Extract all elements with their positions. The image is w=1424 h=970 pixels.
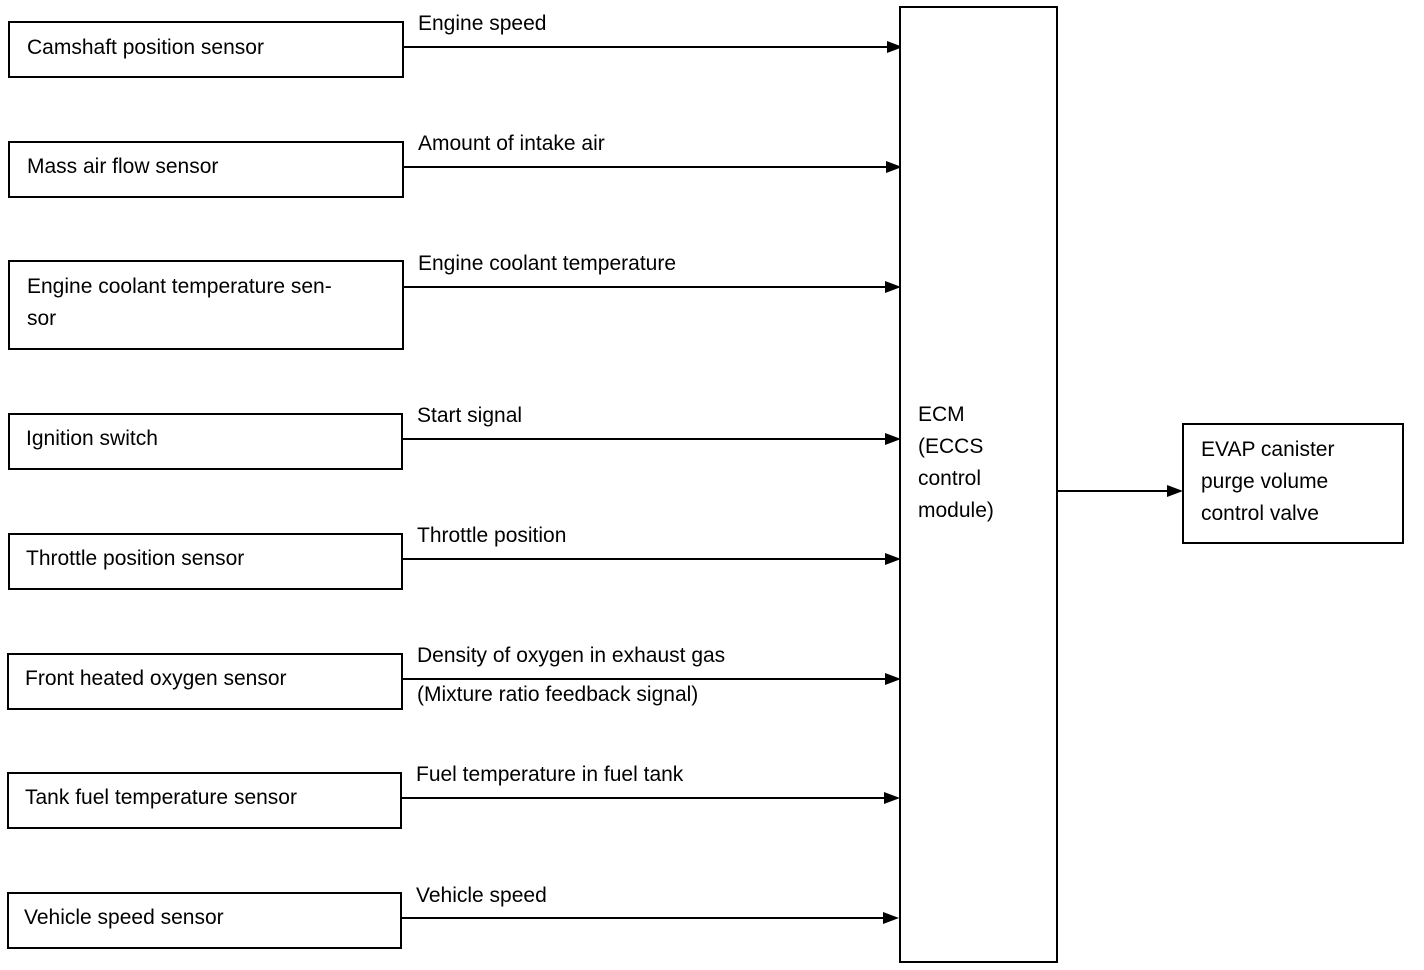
signal-label-coolant-temp: Engine coolant temperature (418, 252, 676, 275)
ecm-label-line1: ECM (918, 403, 965, 426)
input-row-camshaft: Camshaft position sensor Engine speed (8, 12, 903, 78)
input-row-oxygen: Front heated oxygen sensor Density of ox… (7, 644, 901, 710)
sensor-box-coolant-temp (8, 260, 404, 350)
signal-label-start: Start signal (417, 404, 522, 427)
sensor-label-coolant-temp-line2: sor (27, 307, 56, 330)
arrowhead (884, 792, 900, 804)
sensor-label-tank-fuel-temp: Tank fuel temperature sensor (25, 786, 297, 809)
ecm-box (899, 6, 1058, 963)
ecm-block: ECM (ECCS control module) (899, 6, 1058, 963)
signal-label-intake-air: Amount of intake air (418, 132, 605, 155)
input-row-ignition: Ignition switch Start signal (8, 404, 901, 470)
input-row-mass-air-flow: Mass air flow sensor Amount of intake ai… (8, 132, 902, 198)
arrowhead (885, 433, 901, 445)
arrowhead (887, 41, 903, 53)
sensor-box-ignition (8, 413, 403, 470)
arrowhead (886, 161, 902, 173)
signal-label-oxygen-line2: (Mixture ratio feedback signal) (417, 683, 698, 706)
output-row-evap: EVAP canister purge volume control valve (1057, 423, 1404, 544)
ecm-label-line2: (ECCS (918, 435, 983, 458)
arrowhead (1167, 485, 1183, 497)
input-row-coolant-temp: Engine coolant temperature sen- sor Engi… (8, 252, 901, 350)
ecm-label-line4: module) (918, 499, 994, 522)
sensor-box-tank-fuel-temp (7, 772, 402, 829)
sensor-box-vehicle-speed (7, 892, 402, 949)
arrowhead (885, 673, 901, 685)
sensor-label-oxygen: Front heated oxygen sensor (25, 667, 287, 690)
signal-label-throttle: Throttle position (417, 524, 566, 547)
signal-label-engine-speed: Engine speed (418, 12, 546, 35)
sensor-box-camshaft (8, 21, 404, 78)
ecm-label-line3: control (918, 467, 981, 490)
sensor-box-oxygen (7, 653, 403, 710)
signal-label-oxygen-line1: Density of oxygen in exhaust gas (417, 644, 725, 667)
input-row-throttle: Throttle position sensor Throttle positi… (8, 524, 901, 590)
sensor-label-camshaft: Camshaft position sensor (27, 36, 264, 59)
arrowhead (883, 912, 899, 924)
input-row-tank-fuel-temp: Tank fuel temperature sensor Fuel temper… (7, 763, 900, 829)
signal-label-fuel-temp: Fuel temperature in fuel tank (416, 763, 684, 786)
output-label-line2: purge volume (1201, 470, 1328, 493)
sensor-box-mass-air-flow (8, 141, 404, 198)
output-box-evap (1182, 423, 1404, 544)
sensor-label-throttle: Throttle position sensor (26, 547, 244, 570)
arrowhead (885, 553, 901, 565)
sensor-box-throttle (8, 533, 403, 590)
sensor-label-coolant-temp-line1: Engine coolant temperature sen- (27, 275, 332, 298)
sensor-label-ignition: Ignition switch (26, 427, 158, 450)
output-label-line3: control valve (1201, 502, 1319, 525)
input-row-vehicle-speed: Vehicle speed sensor Vehicle speed (7, 884, 899, 949)
signal-label-vehicle-speed: Vehicle speed (416, 884, 547, 907)
output-label-line1: EVAP canister (1201, 438, 1334, 461)
arrowhead (885, 281, 901, 293)
sensor-label-vehicle-speed: Vehicle speed sensor (24, 906, 224, 929)
sensor-label-mass-air-flow: Mass air flow sensor (27, 155, 218, 178)
